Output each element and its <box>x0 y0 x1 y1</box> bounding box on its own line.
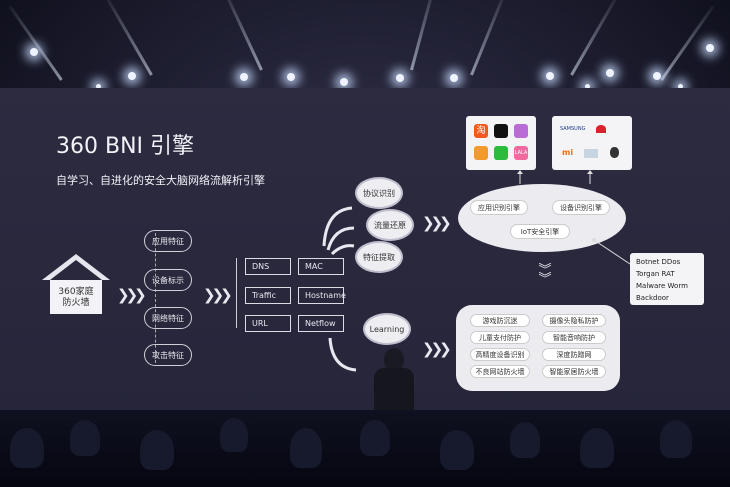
curved-arrows <box>322 206 357 372</box>
app-icon <box>474 146 488 160</box>
audience-head <box>660 420 692 458</box>
feature-item: 设备标示 <box>144 269 192 291</box>
protection-pill: 游戏防沉迷 <box>470 314 530 327</box>
light-beam <box>410 0 437 71</box>
audience-head <box>70 420 100 456</box>
projection-screen: 360 BNI 引擎 自学习、自进化的安全大脑网络流解析引擎 360家庭 防火墙… <box>0 88 730 423</box>
stage-light <box>546 72 554 80</box>
house-label: 360家庭 防火墙 <box>58 287 94 308</box>
audience-head <box>140 430 174 470</box>
engine-pill: 应用识别引擎 <box>470 200 528 215</box>
huawei-logo <box>596 125 606 133</box>
field-box: Traffic <box>245 287 291 304</box>
threats-card: Botnet DDos Torgan RAT Malware Worm Back… <box>630 253 704 305</box>
protection-pill: 摄像头隐私防护 <box>542 314 606 327</box>
slide-subtitle: 自学习、自进化的安全大脑网络流解析引擎 <box>56 174 265 187</box>
light-beam <box>470 0 507 76</box>
game-icon <box>514 124 528 138</box>
process-circle: 特征提取 <box>355 241 403 273</box>
presenter-head <box>384 348 404 372</box>
learning-circle: Learning <box>363 313 411 345</box>
protection-pill: 智能音响防护 <box>542 331 606 344</box>
stage-light <box>653 72 661 80</box>
light-beam <box>8 5 63 81</box>
threat-connector <box>592 238 631 265</box>
audience-head <box>290 428 322 468</box>
up-arrows <box>517 170 593 184</box>
feature-item: 应用特征 <box>144 230 192 252</box>
stage-light <box>450 74 458 82</box>
stage-light <box>240 73 248 81</box>
audience-head <box>440 430 474 470</box>
field-box: DNS <box>245 258 291 275</box>
chevron-right-icon: ❯❯❯ <box>203 286 233 304</box>
house-icon <box>42 254 110 314</box>
protection-pill: 智能家居防火墙 <box>542 365 606 378</box>
taobao-icon: 淘 <box>474 124 488 138</box>
light-beam <box>105 0 153 76</box>
engine-oval: 应用识别引擎 设备识别引擎 IoT安全引擎 <box>458 184 626 252</box>
audience-head <box>10 428 44 468</box>
wechat-icon <box>494 146 508 160</box>
field-box: Netflow <box>298 315 344 332</box>
audience-head <box>510 422 540 458</box>
field-box: MAC <box>298 258 344 275</box>
light-beam <box>570 0 618 76</box>
engine-pill: 设备识别引擎 <box>552 200 610 215</box>
field-box: Hostname <box>298 287 346 304</box>
brands-card: SAMSUNG mi <box>552 116 632 170</box>
protection-pill: 儿童支付防护 <box>470 331 530 344</box>
threat-item: Botnet DDos <box>636 258 681 266</box>
chevron-right-icon: ❯❯❯ <box>422 340 452 358</box>
light-beam <box>222 0 263 71</box>
stage-light <box>287 73 295 81</box>
stage-light <box>128 72 136 80</box>
chevron-right-icon: ❯❯❯ <box>422 214 452 232</box>
threat-item: Torgan RAT <box>636 270 675 278</box>
app-icons-card: 淘 LALA <box>466 116 536 170</box>
threat-item: Backdoor <box>636 294 669 302</box>
chevron-right-icon: ❯❯❯ <box>117 286 147 304</box>
protection-pill: 不良网站防火墙 <box>470 365 530 378</box>
stage-light <box>606 69 614 77</box>
protection-pill: 深度防蹭网 <box>542 348 606 361</box>
stage-light <box>340 78 348 86</box>
xiaomi-logo: mi <box>562 148 574 157</box>
chevron-down-icon: ︾︾ <box>538 263 552 287</box>
process-circle: 协议识别 <box>355 177 403 209</box>
feature-connector <box>155 233 157 363</box>
process-circle: 流量还原 <box>366 209 414 241</box>
protection-pill: 高精度设备识别 <box>470 348 530 361</box>
audience-head <box>220 418 248 452</box>
field-bracket <box>236 258 240 328</box>
tiktok-icon <box>494 124 508 138</box>
lala-icon: LALA <box>514 146 528 160</box>
stage-light <box>96 84 101 89</box>
slide-title: 360 BNI 引擎 <box>56 134 195 159</box>
stage-light <box>30 48 38 56</box>
apple-logo <box>610 147 619 158</box>
stage-light <box>396 74 404 82</box>
feature-item: 网络特征 <box>144 307 192 329</box>
threat-item: Malware Worm <box>636 282 688 290</box>
samsung-logo: SAMSUNG <box>560 126 586 132</box>
audience <box>0 410 730 487</box>
feature-item: 攻击特征 <box>144 344 192 366</box>
audience-head <box>360 420 390 456</box>
light-beam <box>660 5 715 81</box>
audience-head <box>580 428 614 468</box>
stage-light <box>585 84 590 89</box>
stage-light <box>678 84 683 89</box>
stage-light <box>706 44 714 52</box>
device-logo <box>584 149 598 158</box>
field-box: URL <box>245 315 291 332</box>
protections-card: 游戏防沉迷 摄像头隐私防护 儿童支付防护 智能音响防护 高精度设备识别 深度防蹭… <box>456 305 620 391</box>
engine-pill: IoT安全引擎 <box>510 224 570 239</box>
